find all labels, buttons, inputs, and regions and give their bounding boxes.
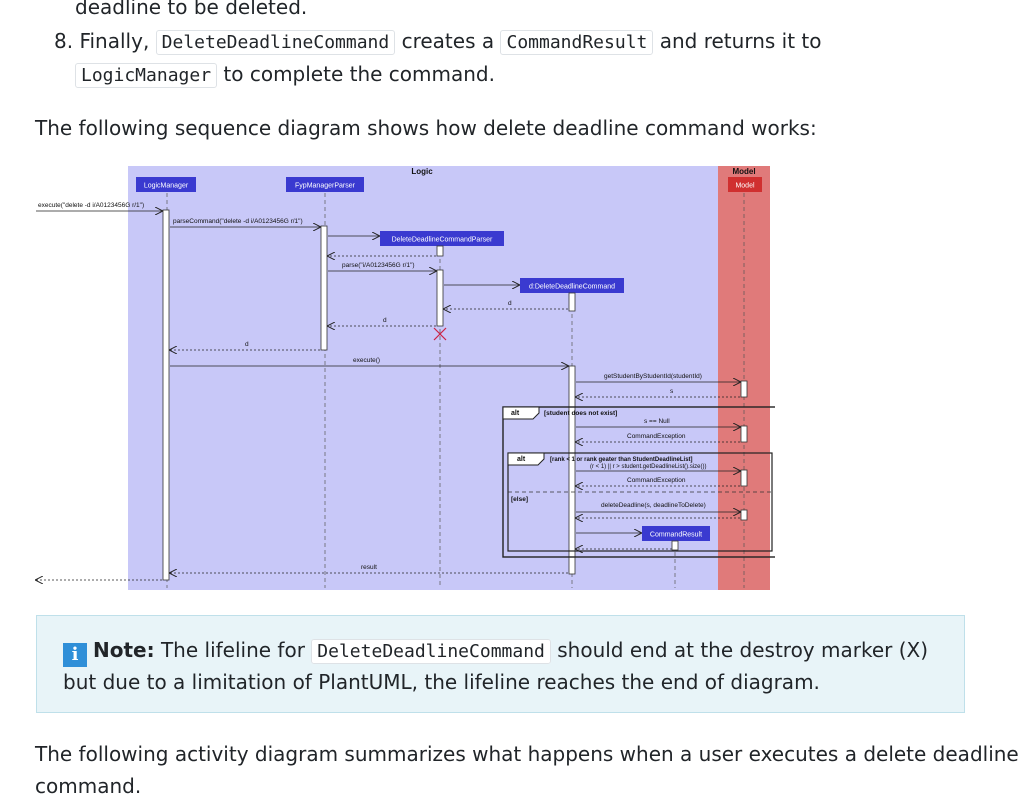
- step-text: and returns it to: [659, 29, 822, 53]
- activation-model-3: [740, 469, 748, 487]
- label-cmd-exc-2: CommandException: [627, 477, 686, 484]
- activation-cmd-parser-create: [436, 245, 444, 257]
- participant-cmd: [520, 278, 624, 293]
- participant-model-label: Model: [735, 183, 755, 190]
- deadline-text: deadline to be deleted.: [75, 0, 308, 19]
- participant-cmd-parser: [380, 231, 504, 246]
- participant-cmd-parser-label: DeleteDeadlineCommandParser: [392, 237, 493, 244]
- alt-fragment-inner: [507, 452, 773, 552]
- activation-cmd-create: [568, 292, 576, 312]
- activation-parser: [320, 225, 328, 351]
- participant-model: [728, 177, 762, 192]
- activation-logic-manager: [162, 209, 170, 581]
- participant-result-label: CommandResult: [650, 532, 702, 539]
- activation-cmd: [568, 365, 576, 575]
- participant-parser-label: FypManagerParser: [295, 183, 356, 190]
- guard-else: [else]: [511, 496, 528, 503]
- participant-result: [642, 526, 710, 541]
- label-d2: d: [383, 317, 387, 324]
- label-result: result: [361, 564, 377, 571]
- alt-fragment-outer: [502, 406, 775, 558]
- note-label: Note:: [93, 638, 155, 662]
- sequence-diagram: Logic Model LogicManager FypManagerParse…: [30, 166, 775, 590]
- model-box-title: Model: [732, 167, 755, 176]
- participant-logic-manager-label: LogicManager: [144, 183, 189, 190]
- info-icon: i: [63, 643, 87, 667]
- label-execute-in: execute("delete -d i/A0123456G r/1"): [38, 202, 144, 209]
- note-text: should end at the destroy marker (X): [557, 638, 929, 662]
- guard-rank: [rank < 1 or rank geater than StudentDea…: [550, 457, 693, 463]
- activation-result: [671, 540, 679, 551]
- command-result-code: CommandResult: [500, 30, 654, 55]
- label-d3: d: [245, 341, 249, 348]
- step-text: creates a: [401, 29, 495, 53]
- label-execute: execute(): [353, 357, 380, 364]
- note-line-2: but due to a limitation of PlantUML, the…: [63, 670, 820, 694]
- activation-model-2: [740, 425, 748, 443]
- step-number: 8.: [54, 29, 74, 53]
- label-cmd-exc-1: CommandException: [627, 433, 686, 440]
- destroy-marker: [433, 327, 447, 341]
- activation-model-1: [740, 380, 748, 398]
- delete-deadline-command-code: DeleteDeadlineCommand: [155, 30, 396, 55]
- sequence-intro: The following sequence diagram shows how…: [35, 116, 817, 140]
- note-code: DeleteDeadlineCommand: [311, 639, 551, 664]
- participant-cmd-label: d:DeleteDeadlineCommand: [529, 284, 615, 291]
- label-s-null: s == Null: [644, 418, 670, 425]
- label-rank-cond: (r < 1) || r > student.getDeadlineList()…: [590, 464, 707, 470]
- label-d1: d: [508, 300, 512, 307]
- step-8-line-1: 8. Finally, DeleteDeadlineCommand create…: [54, 25, 821, 59]
- alt-label-outer: alt: [511, 410, 520, 417]
- participant-logic-manager: [136, 177, 196, 192]
- participant-parser: [286, 177, 364, 192]
- activation-cmd-parser: [436, 269, 444, 327]
- label-parse-command: parseCommand("delete -d i/A0123456G r/1"…: [173, 218, 303, 225]
- label-delete-deadline: deleteDeadline(s, deadlineToDelete): [601, 502, 706, 509]
- activation-model-4: [740, 509, 748, 521]
- activity-intro-line-1: The following activity diagram summarize…: [35, 742, 1018, 766]
- activity-intro-line-2: command.: [35, 774, 142, 798]
- label-s: s: [670, 388, 674, 395]
- step-8-line-2: LogicManager to complete the command.: [75, 58, 495, 92]
- alt-label-inner: alt: [517, 456, 526, 463]
- step-text: to complete the command.: [223, 62, 495, 86]
- logic-box-title: Logic: [411, 167, 433, 176]
- alt-tag-outer: [502, 406, 540, 420]
- step-text: Finally,: [79, 29, 150, 53]
- guard-student: [student does not exist]: [544, 410, 617, 417]
- label-get-student: getStudentByStudentId(studentId): [604, 373, 702, 380]
- label-parse: parse("i/A0123456G r/1"): [342, 262, 415, 269]
- note-text: The lifeline for: [160, 638, 305, 662]
- alt-tag-inner: [507, 452, 545, 466]
- logic-manager-code: LogicManager: [75, 63, 218, 88]
